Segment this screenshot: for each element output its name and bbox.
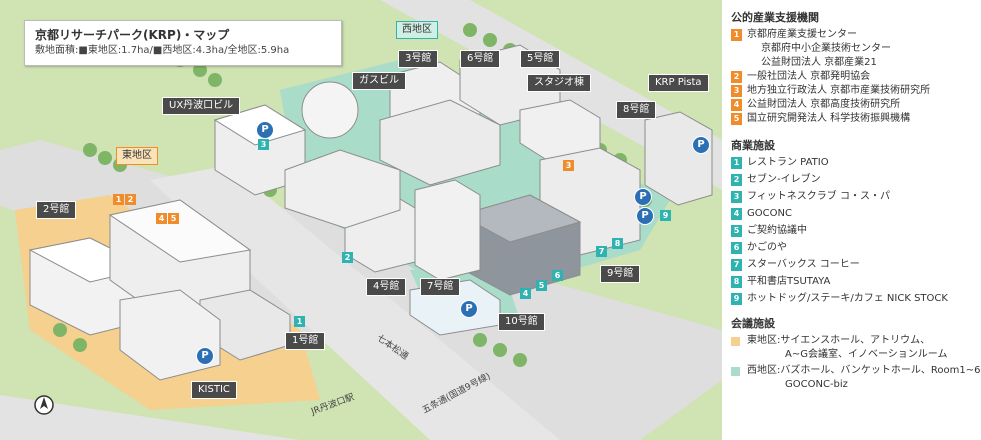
building-9-label: 9号館 <box>600 265 641 283</box>
commercial-marker-1: 1 <box>294 316 305 327</box>
kistic-label: KISTIC <box>191 381 237 399</box>
commercial-marker-3: 3 <box>258 139 269 150</box>
building-4-label: 4号館 <box>366 278 407 296</box>
public-item-2: 2 一般社団法人 京都発明協会 <box>731 70 979 84</box>
commercial-item-5-label: ご契約協議中 <box>747 225 807 236</box>
commercial-item-1: 1 レストラン PATIO <box>731 156 979 170</box>
parking-icon: P <box>196 347 214 365</box>
commercial-badge-6: 6 <box>731 242 742 254</box>
public-badge-2: 2 <box>731 71 742 83</box>
west-swatch <box>731 367 740 376</box>
commercial-marker-8: 8 <box>612 238 623 249</box>
map-legend: 公的産業支援機関 1 京都府産業支援センター 京都府中小企業技術センター 公益財… <box>731 10 981 392</box>
commercial-item-5: 5 ご契約協議中 <box>731 224 979 238</box>
public-badge-5: 5 <box>731 113 742 125</box>
public-item-1-line-1: 京都府産業支援センター <box>747 29 857 40</box>
commercial-badge-9: 9 <box>731 293 742 305</box>
meeting-west-line-1: 西地区:バズホール、バンケットホール、Room1~6 <box>747 365 981 376</box>
commercial-badge-1: 1 <box>731 157 742 169</box>
public-item-3-label: 地方独立行政法人 京都市産業技術研究所 <box>747 85 931 96</box>
commercial-section-title: 商業施設 <box>731 139 775 152</box>
building-8-label: 8号館 <box>616 101 657 119</box>
studio-building-label: スタジオ棟 <box>527 74 591 92</box>
public-item-2-label: 一般社団法人 京都発明協会 <box>747 71 871 82</box>
commercial-item-7-label: スターバックス コーヒー <box>747 259 860 270</box>
meeting-west: 西地区:バズホール、バンケットホール、Room1~6 GOCONC-biz <box>731 364 981 392</box>
public-marker-5: 5 <box>168 213 179 224</box>
public-item-4: 4 公益財団法人 京都高度技術研究所 <box>731 98 979 112</box>
parking-icon: P <box>634 188 652 206</box>
public-item-5: 5 国立研究開発法人 科学技術振興機構 <box>731 112 979 126</box>
public-marker-4: 4 <box>156 213 167 224</box>
meeting-east: 東地区:サイエンスホール、アトリウム、 A~G会議室、イノベーションルーム <box>731 334 979 362</box>
commercial-item-3-label: フィットネスクラブ コ・ス・パ <box>747 191 890 202</box>
commercial-badge-8: 8 <box>731 276 742 288</box>
meeting-west-line-2: GOCONC-biz <box>785 379 848 390</box>
public-marker-3: 3 <box>563 160 574 171</box>
map-title-box: 京都リサーチパーク(KRP)・マップ 敷地面積:■東地区:1.7ha/■西地区:… <box>24 20 342 66</box>
west-area-label: 西地区 <box>396 21 438 39</box>
commercial-badge-5: 5 <box>731 225 742 237</box>
commercial-item-4: 4 GOCONC <box>731 207 979 221</box>
east-swatch <box>731 337 740 346</box>
public-marker-2: 2 <box>125 194 136 205</box>
public-badge-3: 3 <box>731 85 742 97</box>
building-3-label: 3号館 <box>398 50 439 68</box>
meeting-east-line-2: A~G会議室、イノベーションルーム <box>785 349 948 360</box>
public-item-5-label: 国立研究開発法人 科学技術振興機構 <box>747 113 911 124</box>
commercial-item-4-label: GOCONC <box>747 208 792 219</box>
parking-icon: P <box>636 207 654 225</box>
commercial-item-3: 3 フィットネスクラブ コ・ス・パ <box>731 190 979 204</box>
public-section-title: 公的産業支援機関 <box>731 11 819 24</box>
commercial-badge-2: 2 <box>731 174 742 186</box>
building-7-label: 7号館 <box>420 278 461 296</box>
site-area-text: 敷地面積:■東地区:1.7ha/■西地区:4.3ha/全地区:5.9ha <box>35 45 290 56</box>
commercial-item-6-label: かごのや <box>747 242 787 253</box>
commercial-item-2-label: セブン-イレブン <box>747 174 821 185</box>
parking-icon: P <box>692 136 710 154</box>
public-item-3: 3 地方独立行政法人 京都市産業技術研究所 <box>731 84 979 98</box>
meeting-section-title: 会議施設 <box>731 317 775 330</box>
parking-icon: P <box>460 300 478 318</box>
map-illustration <box>0 0 722 440</box>
public-item-1-line-3: 公益財団法人 京都産業21 <box>761 57 877 68</box>
commercial-marker-5: 5 <box>536 280 547 291</box>
public-item-1-line-2: 京都府中小企業技術センター <box>761 43 891 54</box>
commercial-badge-4: 4 <box>731 208 742 220</box>
commercial-marker-2: 2 <box>342 252 353 263</box>
commercial-badge-3: 3 <box>731 191 742 203</box>
commercial-badge-7: 7 <box>731 259 742 271</box>
meeting-east-line-1: 東地区:サイエンスホール、アトリウム、 <box>747 335 931 346</box>
commercial-item-1-label: レストラン PATIO <box>747 157 829 168</box>
commercial-item-6: 6 かごのや <box>731 241 979 255</box>
commercial-marker-4: 4 <box>520 288 531 299</box>
ux-building-label: UX丹波口ビル <box>162 97 241 115</box>
gas-building-label: ガスビル <box>352 72 406 90</box>
commercial-item-8-label: 平和書店TSUTAYA <box>747 276 831 287</box>
public-badge-4: 4 <box>731 99 742 111</box>
map-title: 京都リサーチパーク(KRP)・マップ <box>35 28 230 42</box>
commercial-item-2: 2 セブン-イレブン <box>731 173 979 187</box>
building-2-label: 2号館 <box>36 201 77 219</box>
parking-icon: P <box>256 121 274 139</box>
commercial-marker-9: 9 <box>660 210 671 221</box>
commercial-item-9: 9 ホットドッグ/ステーキ/カフェ NICK STOCK <box>731 292 979 306</box>
public-badge-1: 1 <box>731 29 742 41</box>
public-item-1: 1 京都府産業支援センター 京都府中小企業技術センター 公益財団法人 京都産業2… <box>731 28 979 70</box>
building-1-label: 1号館 <box>285 332 326 350</box>
public-marker-1: 1 <box>113 194 124 205</box>
east-area-label: 東地区 <box>116 147 158 165</box>
public-item-4-label: 公益財団法人 京都高度技術研究所 <box>747 99 901 110</box>
commercial-marker-6: 6 <box>552 270 563 281</box>
campus-map: 京都リサーチパーク(KRP)・マップ 敷地面積:■東地区:1.7ha/■西地区:… <box>0 0 722 440</box>
krp-pista-label: KRP Pista <box>648 74 709 92</box>
building-10-label: 10号館 <box>498 313 545 331</box>
commercial-marker-7: 7 <box>596 246 607 257</box>
commercial-item-9-label: ホットドッグ/ステーキ/カフェ NICK STOCK <box>747 293 948 304</box>
building-5-label: 5号館 <box>520 50 561 68</box>
commercial-item-7: 7 スターバックス コーヒー <box>731 258 979 272</box>
commercial-item-8: 8 平和書店TSUTAYA <box>731 275 979 289</box>
building-6-label: 6号館 <box>460 50 501 68</box>
